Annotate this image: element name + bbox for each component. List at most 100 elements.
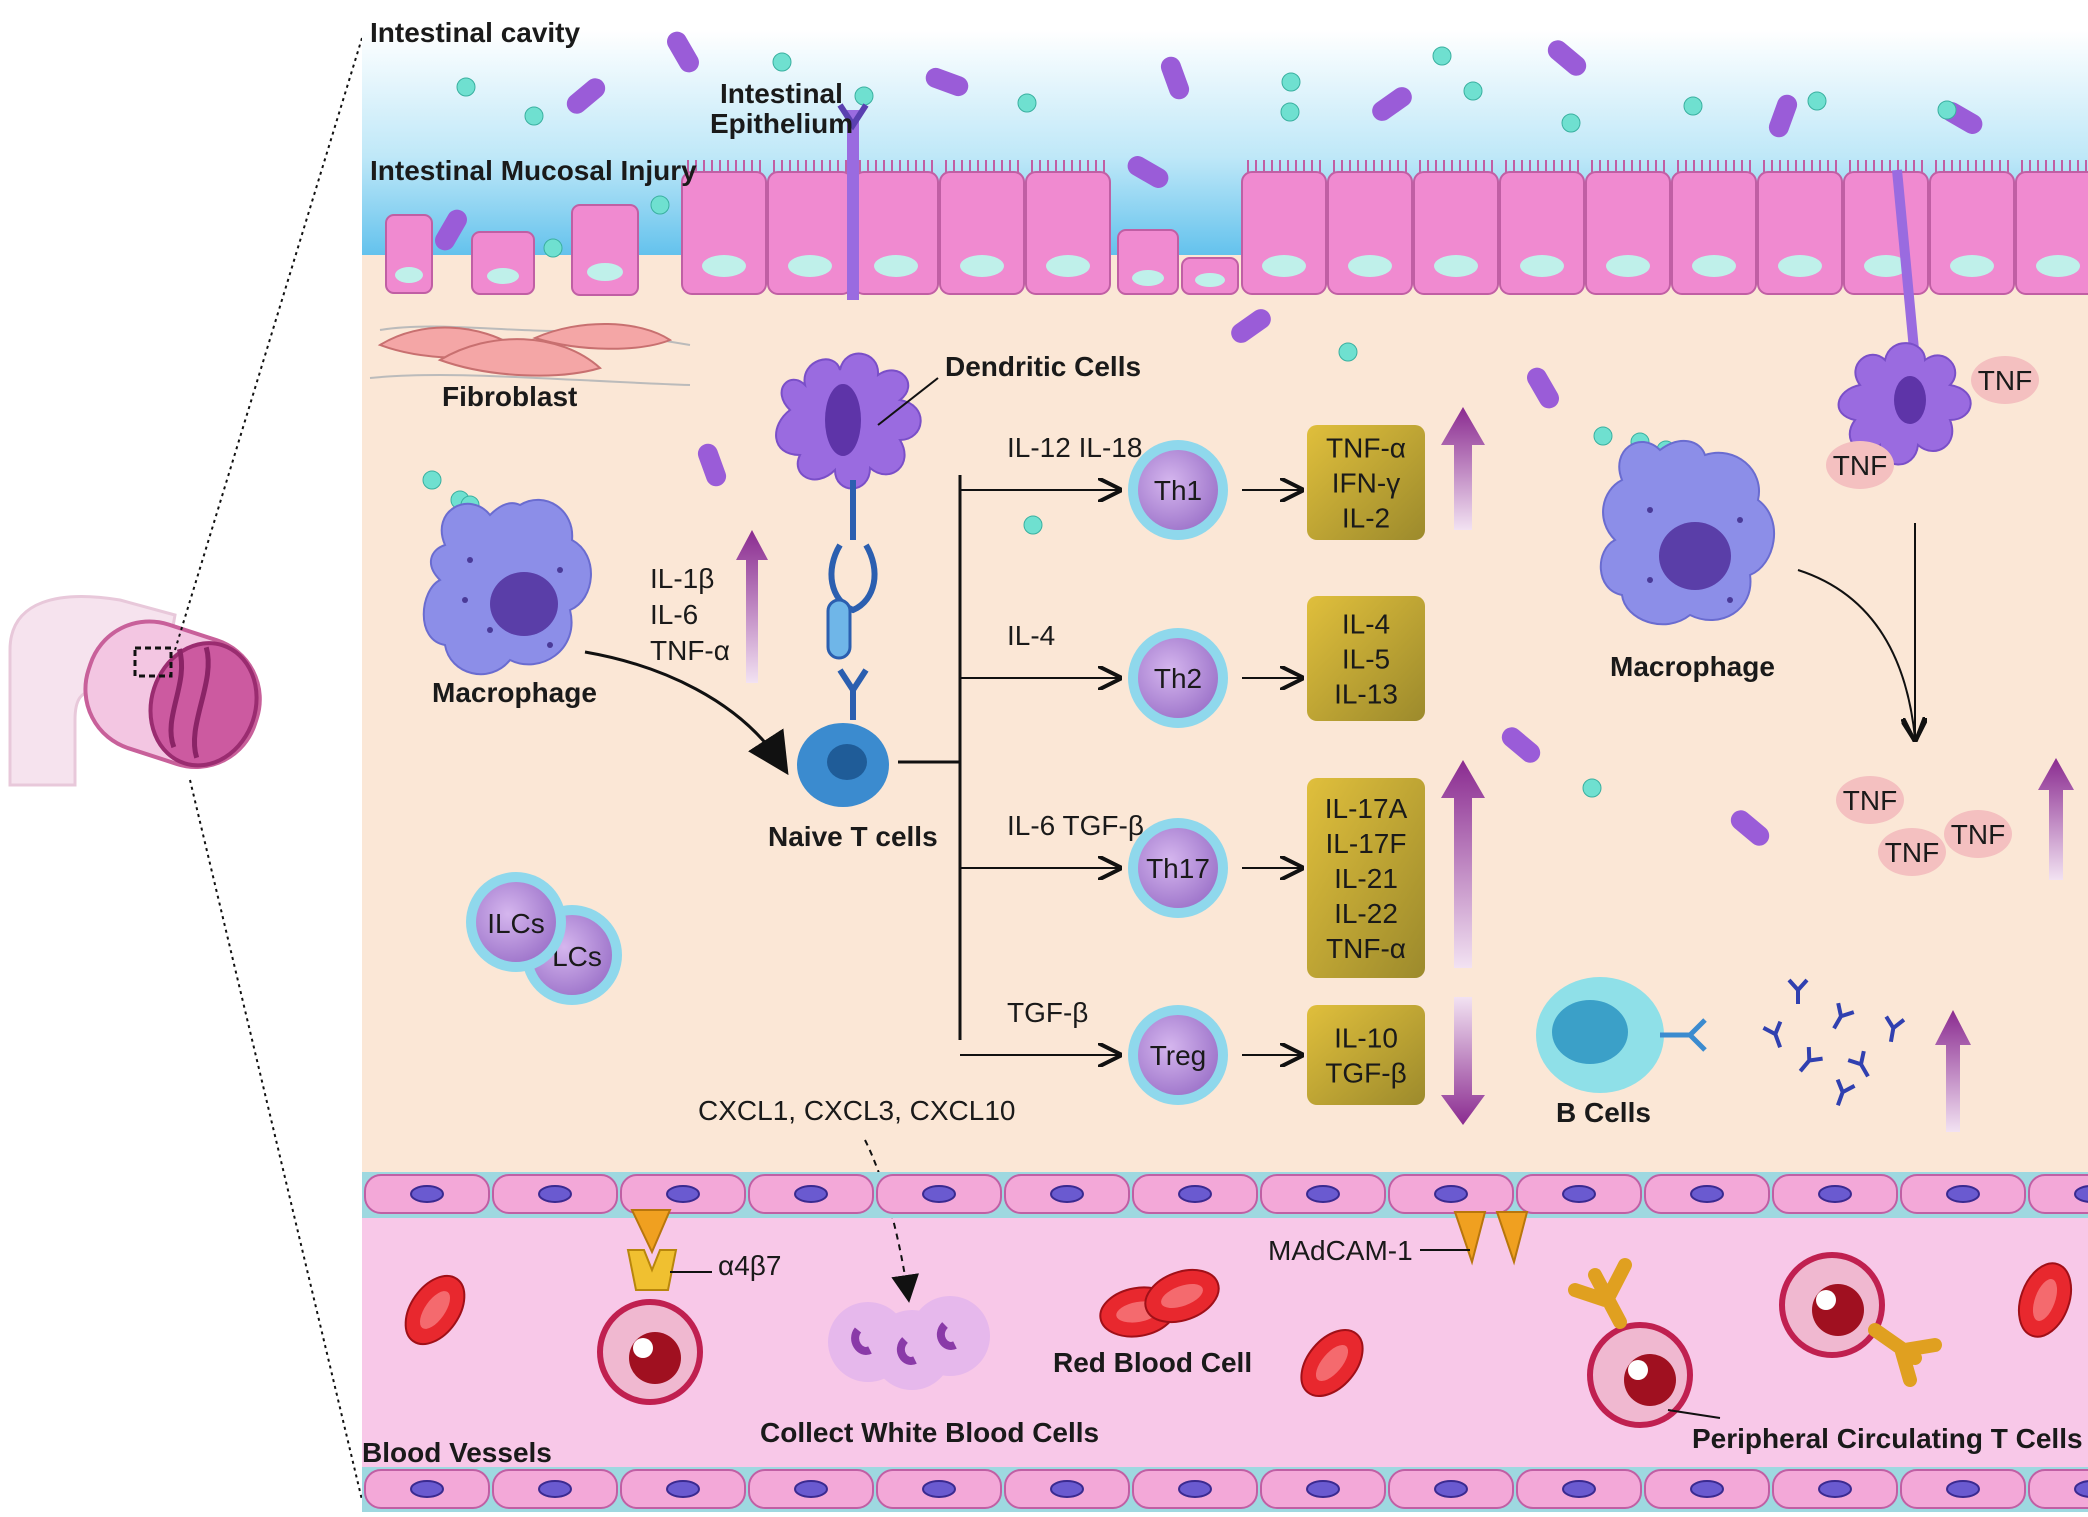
epithelial-nucleus	[1520, 255, 1564, 277]
bacterium	[566, 78, 606, 114]
integrin-t-cell	[597, 1209, 712, 1405]
cytokine-box-th2	[1307, 596, 1425, 721]
epithelial-nucleus	[1434, 255, 1478, 277]
cytokine-th17-2: IL-21	[1334, 863, 1398, 894]
particle	[456, 77, 476, 97]
ilcs-front-label: ILCs	[487, 908, 545, 939]
antibody-up-arrow	[1935, 1010, 1971, 1132]
epithelial-nucleus	[1950, 255, 1994, 277]
epithelial-nucleus	[960, 255, 1004, 277]
intestine-inset	[8, 37, 363, 1501]
antibody	[1762, 1020, 1783, 1048]
macrophage-cytokine-2: TNF-α	[650, 635, 730, 666]
particle	[854, 86, 874, 106]
bacterium	[1768, 94, 1798, 138]
b-cell	[1536, 977, 1707, 1093]
dendritic-cell-right	[1837, 169, 1972, 466]
intestinal-cavity-label: Intestinal cavity	[370, 17, 581, 48]
cytokine-th1-2: IL-2	[1342, 503, 1390, 534]
particle	[1582, 778, 1602, 798]
t-cell-label-treg: Treg	[1150, 1040, 1207, 1071]
trend-up-arrow-th17	[1441, 760, 1485, 968]
mucosal-injury-label: Intestinal Mucosal Injury	[370, 155, 697, 186]
antibody	[1832, 1002, 1855, 1030]
endothelial-cell	[2028, 1469, 2088, 1509]
antibody	[1787, 978, 1809, 1004]
cytokine-th1-1: IFN-γ	[1332, 468, 1400, 499]
epithelial-nucleus	[1692, 255, 1736, 277]
cytokine-box-th1	[1307, 425, 1425, 540]
tnf-label-1: TNF	[1978, 365, 2032, 396]
particle	[1807, 91, 1827, 111]
cytokine-box-th17	[1307, 778, 1425, 978]
epithelial-nucleus	[702, 255, 746, 277]
white-blood-cells	[828, 1296, 990, 1390]
tnf-blobs: TNF TNF TNF TNF TNF	[1826, 356, 2039, 876]
bacterium	[1501, 727, 1541, 763]
particle	[1432, 46, 1452, 66]
collect-wbc-label: Collect White Blood Cells	[760, 1417, 1099, 1448]
antibody	[1847, 1050, 1870, 1078]
cytokine-th2-0: IL-4	[1342, 609, 1390, 640]
bacterium	[1547, 40, 1587, 76]
lamina-propria	[362, 255, 2088, 1175]
intestinal-epithelium-label-1: Intestinal	[720, 78, 843, 109]
epithelial-nucleus	[1606, 255, 1650, 277]
particle	[1937, 100, 1957, 120]
madcam-receptors	[1420, 1211, 1529, 1266]
fibroblast-label: Fibroblast	[442, 381, 577, 412]
particle	[543, 238, 563, 258]
cytokine-th17-0: IL-17A	[1325, 793, 1408, 824]
cytokine-box-treg	[1307, 1005, 1425, 1105]
chemokines-label: CXCL1, CXCL3, CXCL10	[698, 1095, 1015, 1126]
antibodies	[1762, 978, 1906, 1106]
epithelial-nucleus	[1046, 255, 1090, 277]
madcam-label: MAdCAM-1	[1268, 1235, 1413, 1266]
macrophage-up-arrow	[736, 530, 768, 683]
bacterium	[697, 443, 727, 487]
fibroblast-cells	[369, 322, 691, 386]
bacterium	[1372, 87, 1412, 121]
antibody	[1835, 1078, 1856, 1106]
particle	[422, 470, 442, 490]
blood-vessels-label: Blood Vessels	[362, 1437, 552, 1468]
bacterium	[925, 67, 969, 97]
differentiation-branches	[898, 475, 962, 1040]
signal-label-th2: IL-4	[1007, 620, 1055, 651]
zoom-box	[133, 646, 173, 678]
endothelial-cell	[2028, 1174, 2088, 1214]
cytokine-treg-1: TGF-β	[1325, 1058, 1406, 1089]
particle	[772, 52, 792, 72]
ilcs-cells: LCs ILCs	[466, 872, 622, 1005]
epithelium-left-injured	[385, 204, 639, 296]
macrophage-left	[422, 499, 592, 676]
trend-down-arrow-treg	[1441, 997, 1485, 1125]
epithelial-nucleus	[1348, 255, 1392, 277]
cytokine-th2-1: IL-5	[1342, 644, 1390, 675]
cytokine-th17-4: TNF-α	[1326, 933, 1406, 964]
tnf-label-4: TNF	[1951, 819, 2005, 850]
naive-t-cells-label: Naive T cells	[768, 821, 938, 852]
particle	[1561, 113, 1581, 133]
epithelium-cells	[681, 160, 2088, 295]
epithelial-nucleus	[1262, 255, 1306, 277]
b-cells-label: B Cells	[1556, 1097, 1651, 1128]
particle	[1683, 96, 1703, 116]
bacterium	[1160, 56, 1190, 100]
cytokine-th1-0: TNF-α	[1326, 433, 1406, 464]
peripheral-t-cells	[1568, 1252, 1942, 1428]
particle	[1017, 93, 1037, 113]
epithelial-nucleus	[874, 255, 918, 277]
peripheral-t-label: Peripheral Circulating T Cells	[1692, 1423, 2083, 1454]
particle	[1463, 81, 1483, 101]
particle	[1281, 72, 1301, 92]
macrophage-right	[1599, 440, 1775, 626]
signal-label-treg: TGF-β	[1007, 997, 1088, 1028]
bacterium	[435, 209, 467, 251]
macrophage-cytokine-1: IL-6	[650, 599, 698, 630]
particle	[1593, 426, 1613, 446]
bacterium	[1231, 309, 1271, 343]
signal-label-th17: IL-6 TGF-β	[1007, 810, 1144, 841]
